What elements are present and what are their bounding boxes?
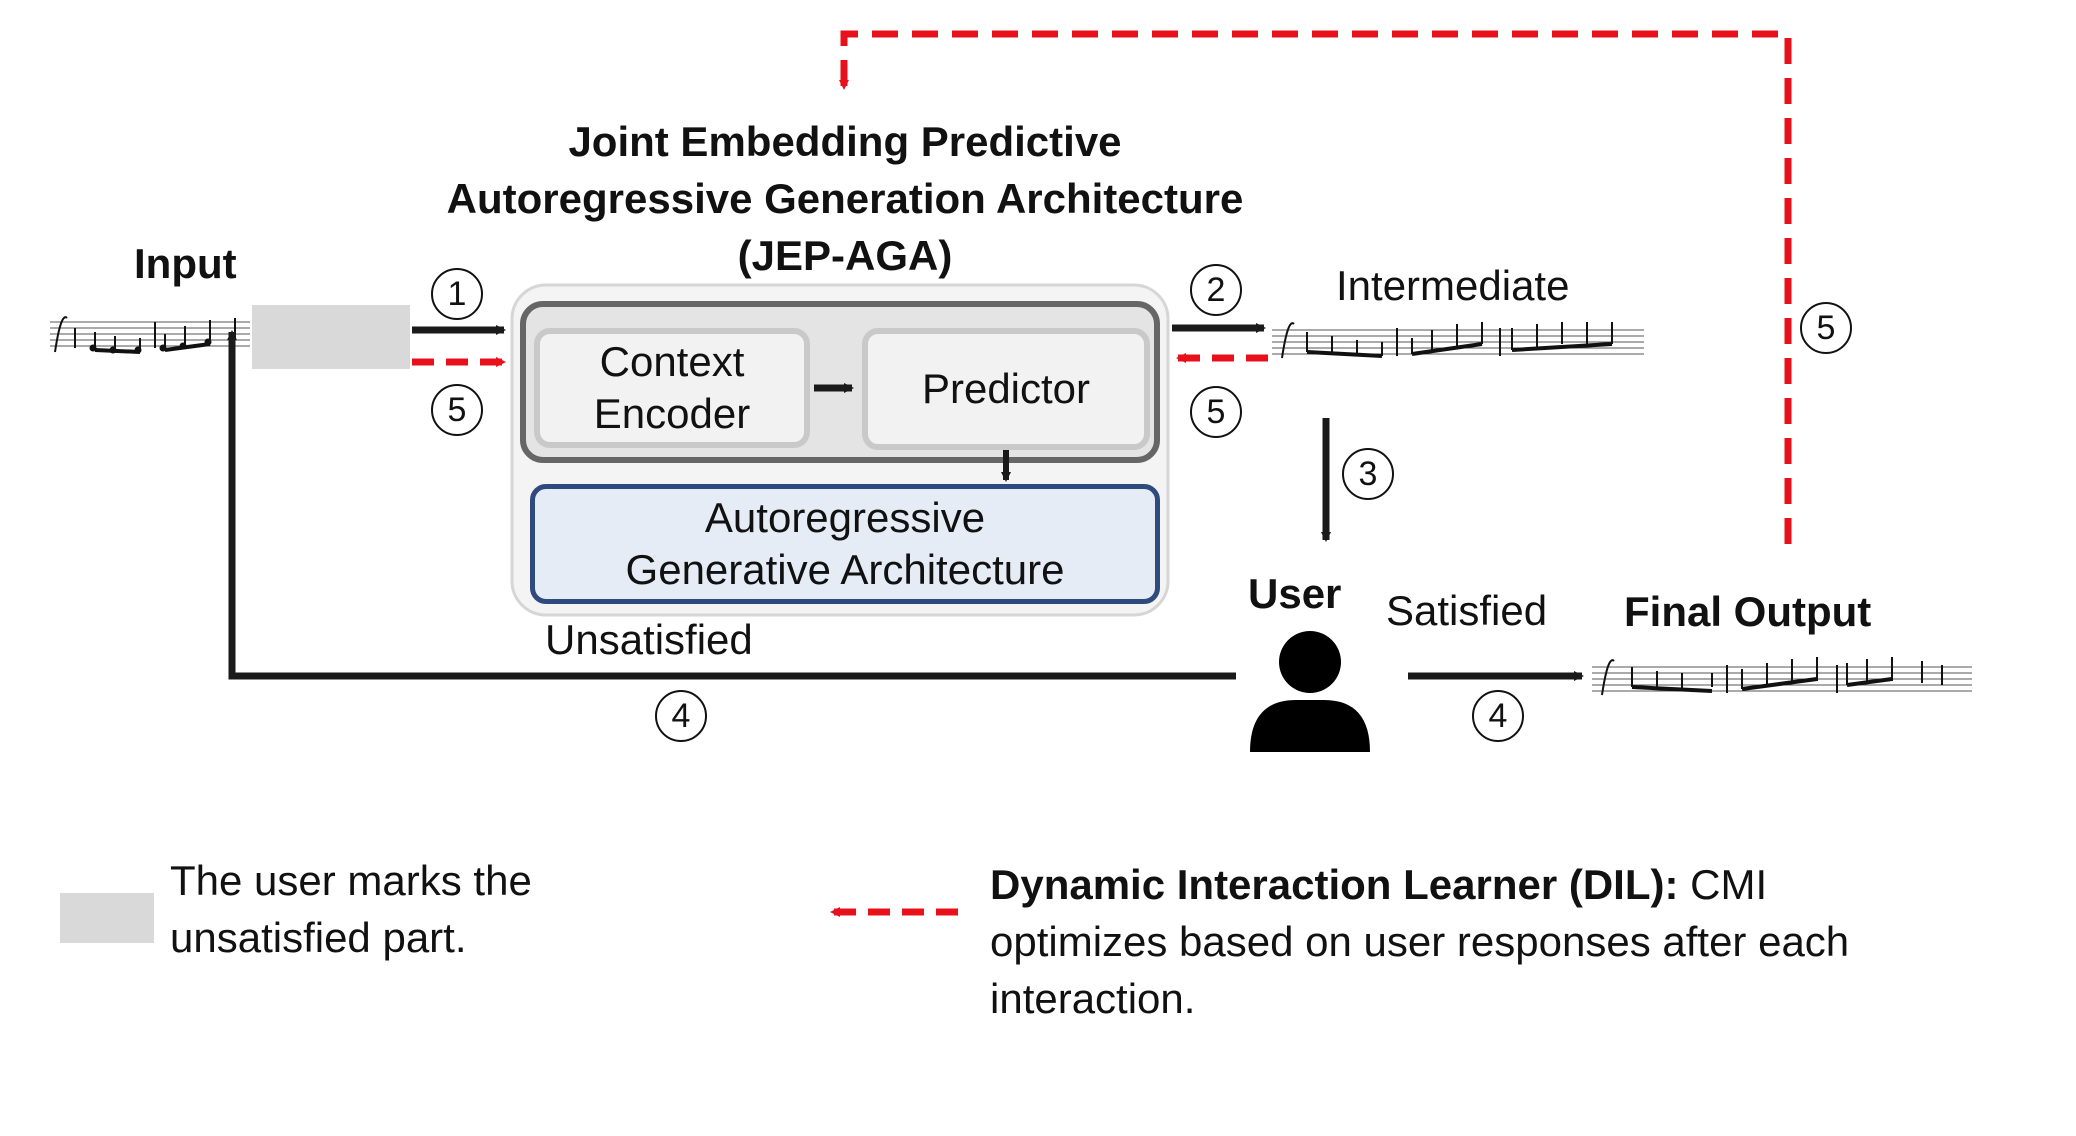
legend-dil-line-1: CMI [1678, 861, 1768, 908]
step-2-marker: 2 [1190, 264, 1242, 316]
step-4-satisfied-marker: 4 [1472, 690, 1524, 742]
title-line-3: (JEP-AGA) [737, 232, 953, 279]
legend-dil-title: Dynamic Interaction Learner (DIL): [990, 861, 1679, 908]
predictor-box: Predictor [862, 328, 1150, 450]
agen-line-1: Autoregressive [704, 493, 986, 541]
input-staff-icon [45, 308, 255, 372]
title-line-2: Autoregressive Generation Architecture [446, 175, 1244, 222]
marked-region [252, 305, 410, 369]
context-encoder-line-1: Context [599, 337, 745, 385]
legend-gray-swatch [60, 893, 154, 943]
dashed-arrow-final-to-top [839, 30, 1792, 544]
final-output-staff-icon [1590, 645, 2072, 717]
context-encoder-box: Context Encoder [534, 328, 810, 448]
intermediate-staff-icon [1270, 312, 1646, 378]
satisfied-label: Satisfied [1386, 587, 1548, 634]
legend-gray-line-1: The user marks the [170, 857, 532, 904]
intermediate-label: Intermediate [1336, 262, 1570, 309]
step-3-marker: 3 [1342, 448, 1394, 500]
step-5-input-marker: 5 [431, 384, 483, 436]
user-icon [1250, 631, 1370, 752]
arrow-unsatisfied-feedback [227, 330, 1236, 680]
input-label: Input [134, 240, 237, 287]
user-label: User [1248, 570, 1342, 617]
step-5-intermediate-marker: 5 [1190, 386, 1242, 438]
diagram-title: Joint Embedding Predictive Autoregressiv… [380, 113, 1310, 284]
legend-dil-line-2: optimizes based on user responses after … [990, 918, 1850, 965]
legend-gray-text: The user marks the unsatisfied part. [170, 852, 532, 966]
context-encoder-line-2: Encoder [593, 390, 751, 437]
predictor-label: Predictor [921, 364, 1091, 412]
legend-gray-line-2: unsatisfied part. [170, 914, 467, 961]
legend-dil-text: Dynamic Interaction Learner (DIL): CMI o… [990, 856, 1849, 1027]
title-line-1: Joint Embedding Predictive [568, 118, 1122, 165]
step-1-marker: 1 [431, 268, 483, 320]
unsatisfied-label: Unsatisfied [545, 616, 753, 663]
agen-line-2: Generative Architecture [625, 546, 1065, 593]
legend-dil-line-3: interaction. [990, 975, 1196, 1022]
final-output-label: Final Output [1624, 588, 1872, 635]
step-5-top-marker: 5 [1800, 302, 1852, 354]
step-4-unsatisfied-marker: 4 [655, 690, 707, 742]
autoregressive-generative-architecture-box: Autoregressive Generative Architecture [530, 484, 1160, 604]
